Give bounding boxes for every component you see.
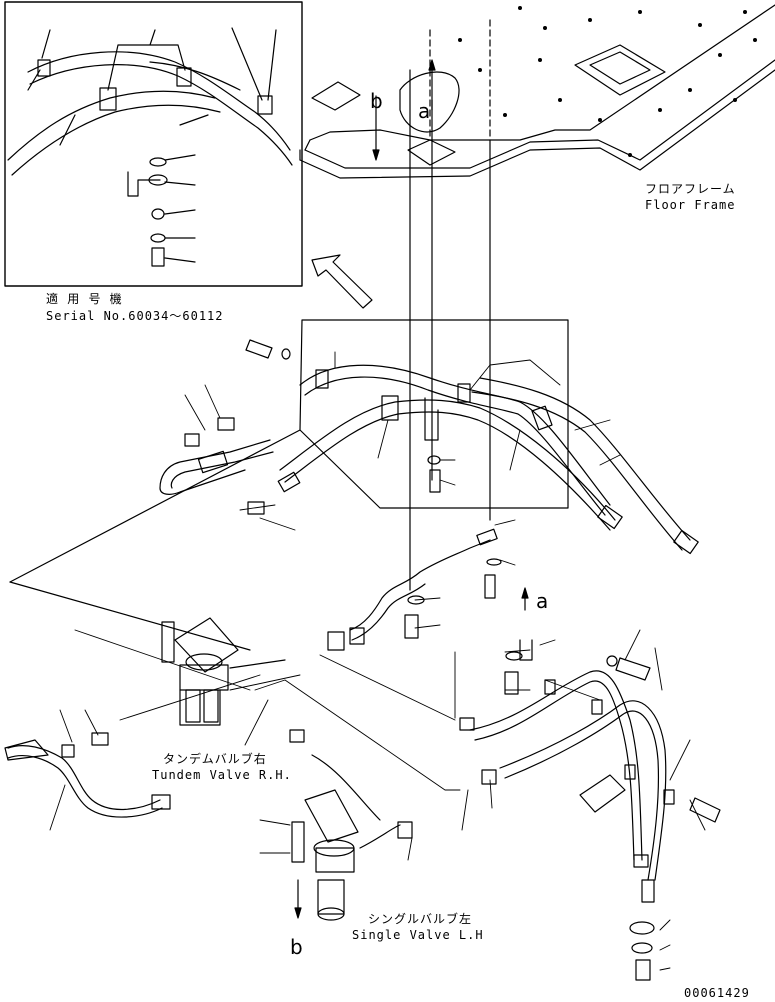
inset-detail bbox=[4, 1, 303, 287]
single-valve-label-en: Single Valve L.H bbox=[352, 928, 484, 942]
view-a-marker-bottom: a bbox=[536, 589, 549, 613]
floor-frame-label-en: Floor Frame bbox=[645, 198, 736, 212]
applicable-serial-label-jp: 適 用 号 機 bbox=[46, 292, 123, 306]
floor-frame-label-jp: フロアフレーム bbox=[645, 182, 736, 196]
view-b-marker-top: b bbox=[370, 89, 383, 113]
middle-line bbox=[327, 528, 502, 651]
upper-hose-assembly bbox=[159, 339, 699, 555]
drawing-number: 00061429 bbox=[684, 986, 750, 1000]
view-a-marker-top: a bbox=[418, 99, 431, 123]
reference-lines bbox=[429, 19, 491, 141]
inset-pointer-arrow bbox=[311, 254, 373, 309]
single-valve-label-jp: シングルバルブ左 bbox=[368, 912, 473, 926]
lower-left-hose bbox=[4, 732, 171, 818]
tandem-valve-label-jp: タンデムバルブ右 bbox=[163, 752, 267, 766]
tandem-valve bbox=[161, 617, 286, 726]
floor-frame bbox=[299, 4, 775, 179]
reference-lines-solid bbox=[294, 59, 529, 919]
middle-frame bbox=[9, 319, 569, 651]
serial-number-range: Serial No.60034～60112 bbox=[46, 309, 224, 323]
tandem-valve-label-en: Tundem Valve R.H. bbox=[152, 768, 292, 782]
leader-lines bbox=[49, 351, 706, 971]
view-b-marker-bottom: b bbox=[290, 935, 303, 959]
single-valve bbox=[289, 729, 413, 921]
lower-right-hoses bbox=[459, 639, 721, 981]
